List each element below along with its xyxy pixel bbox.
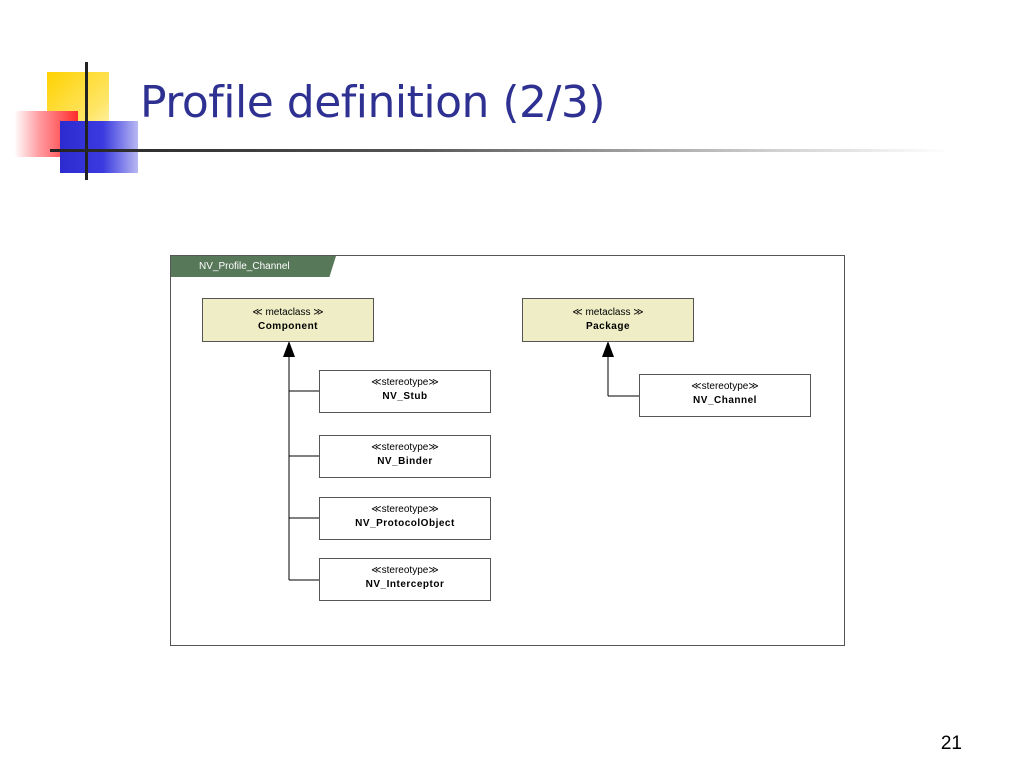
- metaclass-name: Package: [585, 321, 631, 332]
- metaclass-stereotype: ≪ metaclass ≫: [572, 307, 644, 318]
- stereotype-keyword: ≪stereotype≫: [691, 381, 759, 392]
- stereotype-keyword: ≪stereotype≫: [371, 377, 439, 388]
- stereotype-name: NV_ProtocolObject: [355, 518, 455, 529]
- metaclass-name: Component: [257, 321, 319, 332]
- stereotype-name: NV_Channel: [693, 395, 757, 406]
- metaclass-component: ≪ metaclass ≫ Component: [202, 298, 374, 342]
- decor-vertical-line: [85, 62, 88, 180]
- stereotype-nv-binder: ≪stereotype≫ NV_Binder: [319, 435, 491, 478]
- slide-title: Profile definition (2/3): [140, 77, 606, 128]
- stereotype-keyword: ≪stereotype≫: [371, 565, 439, 576]
- stereotype-keyword: ≪stereotype≫: [371, 504, 439, 515]
- stereotype-keyword: ≪stereotype≫: [371, 442, 439, 453]
- decor-blue-square: [60, 121, 138, 173]
- stereotype-nv-protocolobject: ≪stereotype≫ NV_ProtocolObject: [319, 497, 491, 540]
- page-number: 21: [940, 733, 962, 754]
- stereotype-nv-stub: ≪stereotype≫ NV_Stub: [319, 370, 491, 413]
- stereotype-nv-interceptor: ≪stereotype≫ NV_Interceptor: [319, 558, 491, 601]
- stereotype-name: NV_Stub: [382, 391, 428, 402]
- title-underline: [50, 149, 950, 152]
- stereotype-nv-channel: ≪stereotype≫ NV_Channel: [639, 374, 811, 417]
- profile-frame: NV_Profile_Channel: [170, 255, 845, 646]
- stereotype-name: NV_Binder: [377, 456, 433, 467]
- metaclass-package: ≪ metaclass ≫ Package: [522, 298, 694, 342]
- stereotype-name: NV_Interceptor: [365, 579, 445, 590]
- package-arrowhead: [602, 341, 614, 357]
- component-arrowhead: [283, 341, 295, 357]
- frame-label: NV_Profile_Channel: [171, 256, 336, 277]
- metaclass-stereotype: ≪ metaclass ≫: [252, 307, 324, 318]
